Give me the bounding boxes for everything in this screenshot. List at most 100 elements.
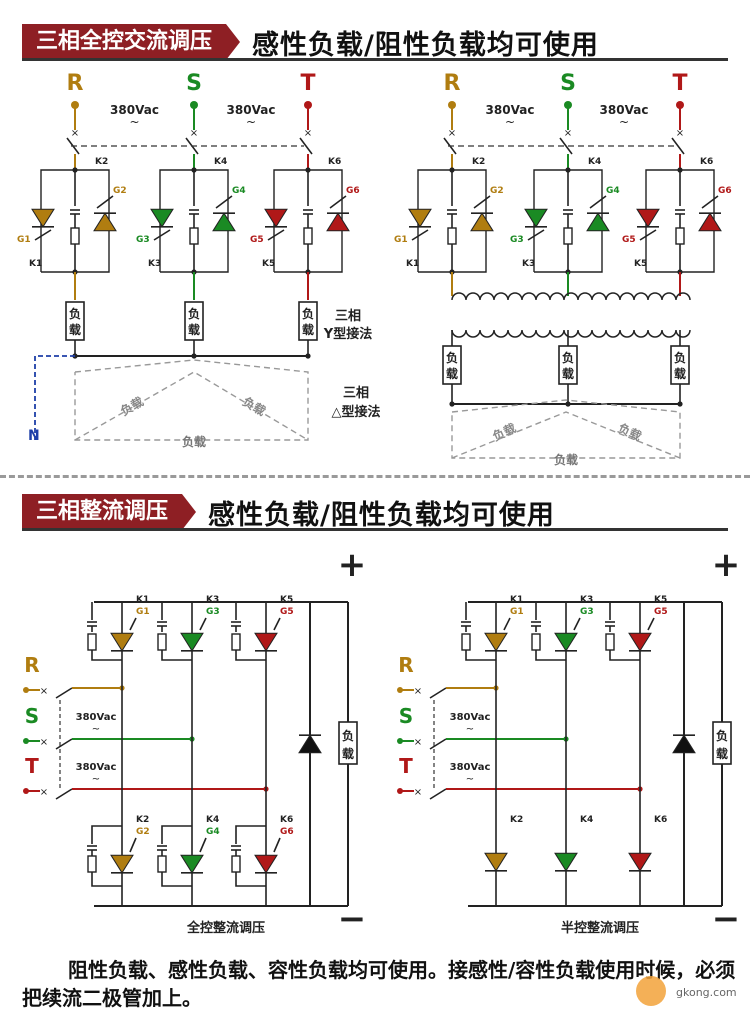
scr-frame-S: [159, 169, 229, 273]
gate-lead-b-R: [96, 195, 114, 209]
dc-switch-T: [55, 788, 73, 800]
dc-voltage-tilde-1: ~: [92, 724, 100, 735]
gate-lead-a-R: [34, 229, 52, 241]
dc-snub-u-res-T: [231, 633, 241, 651]
node-top-R: [449, 167, 455, 173]
dc-load-char1: 负: [716, 728, 728, 743]
dc-snub-u-bot-T: [609, 650, 640, 661]
dc-snub-l-top-S: [161, 825, 192, 844]
dc-snub-l-res-S: [157, 855, 167, 873]
dc-plus-label: +: [712, 545, 741, 585]
dc-minus-label: −: [712, 899, 741, 939]
dc-switch-cross-R: ×: [414, 686, 422, 697]
switch-cross-S: ×: [564, 128, 572, 139]
switch-cross-S: ×: [190, 128, 198, 139]
snubber-res-R: [447, 227, 457, 245]
dc-snub-l-top-T: [235, 825, 266, 844]
delta-inner-left: [74, 371, 309, 441]
dc-thyristor-upper-S: [180, 632, 204, 652]
thyristor-fwd-S: [524, 208, 548, 228]
delta-wire-right: [451, 399, 681, 459]
section2-header: 三相整流调压 感性负载/阻性负载均可使用: [22, 494, 555, 531]
conn-y-line1: 三相: [335, 308, 361, 324]
dc-gate-lower-R: [129, 837, 137, 853]
scr-frame-S: [533, 169, 603, 273]
dc-gate-upper-S: [199, 617, 207, 631]
dc-k-lower-K4: K4: [206, 815, 219, 825]
g-label-G1: G1: [17, 235, 31, 245]
delta-load-right-l: 负载: [240, 394, 268, 419]
dc-thyristor-lower-R: [110, 854, 134, 874]
k-label-K1: K1: [406, 259, 419, 269]
delta-wire-left: [74, 359, 309, 441]
neutral-label: N: [28, 428, 40, 444]
dc-diode-lower-T: [628, 852, 652, 872]
section2-underline: [22, 528, 728, 531]
k-label-K3: K3: [522, 259, 535, 269]
gate-lead-a-T: [639, 229, 657, 241]
voltage-tilde-1: ~: [505, 115, 515, 129]
thyristor-fwd-S: [150, 208, 174, 228]
dc-g-lower-G4: G4: [206, 827, 220, 837]
dc-snub-u-res-S: [157, 633, 167, 651]
k-label-K5: K5: [634, 259, 647, 269]
dc-gate-upper-S: [573, 617, 581, 631]
dc-phase-label-R: R: [24, 653, 39, 677]
k-label-K2: K2: [95, 157, 108, 167]
gate-lead-a-S: [153, 229, 171, 241]
g-label-G3: G3: [510, 235, 524, 245]
thyristor-fwd-R: [31, 208, 55, 228]
load-t-S-char2: 载: [562, 366, 574, 381]
dc-switch-cross-S: ×: [40, 737, 48, 748]
load-y-T-char1: 负: [302, 306, 314, 321]
dc-k-upper-K1: K1: [510, 595, 523, 605]
thyristor-fwd-T: [264, 208, 288, 228]
dc-g-upper-G1: G1: [136, 607, 150, 617]
dc-thyristor-lower-T: [254, 854, 278, 874]
gate-lead-b-S: [215, 195, 233, 209]
dc-thyristor-lower-S: [180, 854, 204, 874]
dc-k-upper-K3: K3: [580, 595, 593, 605]
g-label-G4: G4: [232, 186, 246, 196]
delta-load-bottom-r: 负载: [554, 452, 578, 467]
thyristor-rev-T: [698, 212, 722, 232]
dc-switch-cross-R: ×: [40, 686, 48, 697]
dc-k-upper-K5: K5: [654, 595, 667, 605]
dc-load-char2: 载: [342, 746, 354, 761]
voltage-tilde-1: ~: [129, 115, 139, 129]
neutral-wire: [34, 355, 75, 440]
dc-k-lower-K4: K4: [580, 815, 593, 825]
dc-minus-label: −: [338, 899, 367, 939]
section1-header: 三相全控交流调压 感性负载/阻性负载均可使用: [22, 24, 599, 61]
dc-switch-S: [55, 738, 73, 750]
g-label-G2: G2: [490, 186, 504, 196]
dc-switch-T: [429, 788, 447, 800]
g-label-G6: G6: [718, 186, 732, 196]
dc-thyristor-upper-S: [554, 632, 578, 652]
dc-voltage-tilde-2: ~: [92, 774, 100, 785]
phase-label-S: S: [560, 71, 576, 96]
gate-lead-b-R: [473, 195, 491, 209]
snubber-res-T: [303, 227, 313, 245]
load-y-R-char2: 载: [69, 322, 81, 337]
thyristor-rev-R: [93, 212, 117, 232]
dc-k-upper-K5: K5: [280, 595, 293, 605]
dc-gate-upper-T: [647, 617, 655, 631]
switch-cross-T: ×: [304, 128, 312, 139]
dc-caption: 半控整流调压: [561, 920, 639, 936]
dc-snub-u-res-R: [461, 633, 471, 651]
dc-gate-upper-R: [503, 617, 511, 631]
gate-lead-b-T: [329, 195, 347, 209]
k-label-K5: K5: [262, 259, 275, 269]
node-top-T: [305, 167, 311, 173]
k-label-K2: K2: [472, 157, 485, 167]
g-label-G2: G2: [113, 186, 127, 196]
k-label-K4: K4: [588, 157, 601, 167]
dc-thyristor-upper-R: [110, 632, 134, 652]
k-label-K6: K6: [700, 157, 713, 167]
dc-thyristor-upper-T: [628, 632, 652, 652]
gate-lead-b-S: [589, 195, 607, 209]
dc-gate-lower-T: [273, 837, 281, 853]
k-label-K3: K3: [148, 259, 161, 269]
